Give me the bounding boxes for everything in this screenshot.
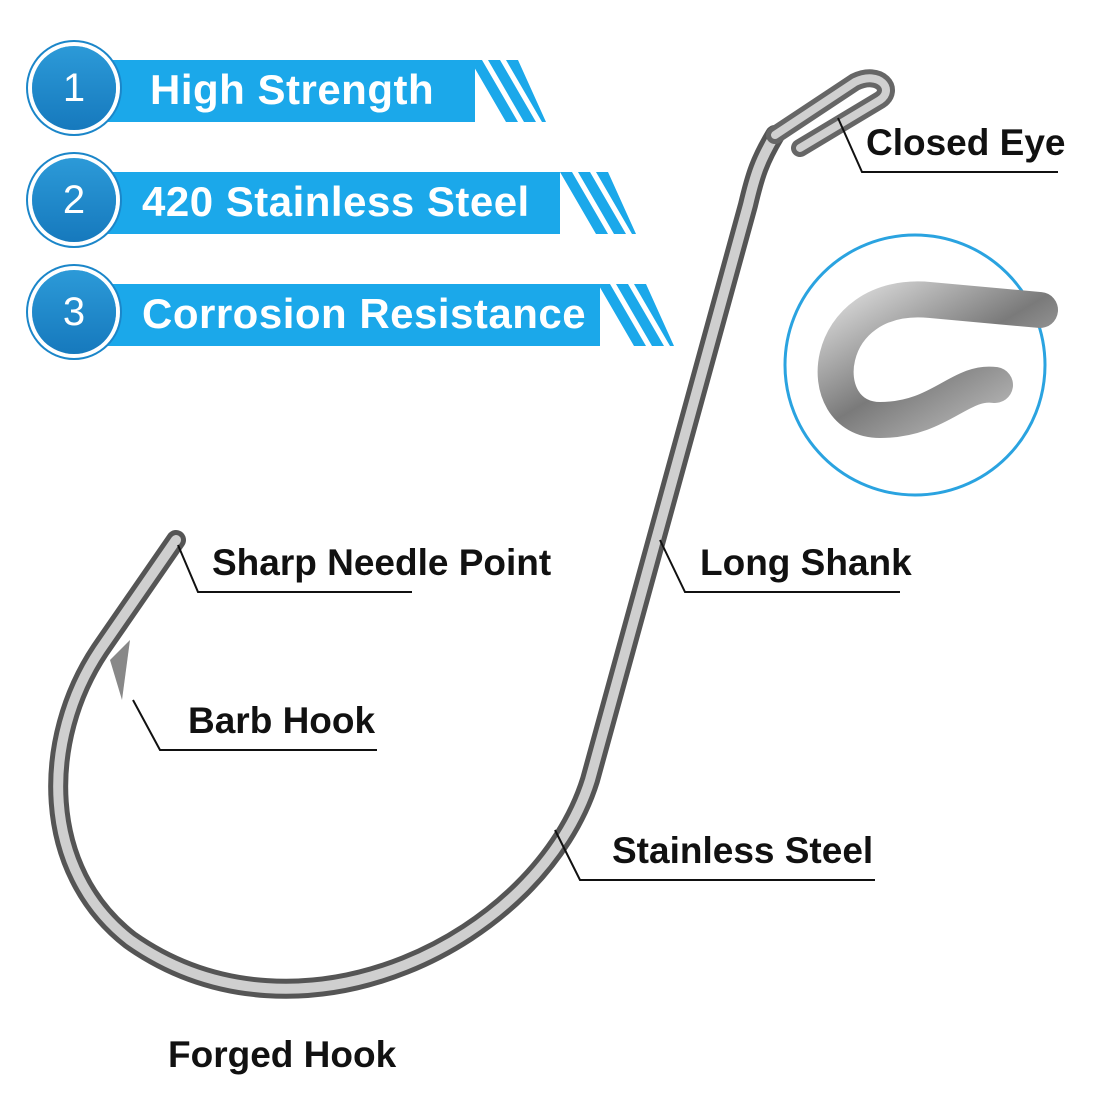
stripes-decoration: [598, 284, 674, 346]
callout-closed-eye: Closed Eye: [866, 122, 1066, 163]
feature-label: Corrosion Resistance: [142, 290, 587, 337]
feature-number-badge: 1: [32, 46, 116, 130]
leader-lines: [132, 117, 1058, 881]
callout-sharp-needle-point: Sharp Needle Point: [212, 542, 552, 583]
callout-long-shank: Long Shank: [700, 542, 912, 583]
stripes-decoration: [470, 60, 546, 122]
feature-banner-1: 1 High Strength: [0, 46, 560, 130]
callout-stainless-steel: Stainless Steel: [612, 830, 874, 871]
feature-banner-3: 3 Corrosion Resistance: [0, 270, 680, 354]
callout-barb-hook: Barb Hook: [188, 700, 376, 741]
fish-hook: [48, 69, 895, 999]
feature-banner-2: 2 420 Stainless Steel: [0, 158, 640, 242]
stripes-decoration: [560, 172, 636, 234]
feature-number-badge: 3: [32, 270, 116, 354]
callout-forged-hook: Forged Hook: [168, 1034, 397, 1075]
closed-eye-inset: [783, 233, 1058, 497]
feature-label: High Strength: [150, 66, 435, 113]
feature-number-badge: 2: [32, 158, 116, 242]
feature-label: 420 Stainless Steel: [142, 178, 530, 225]
